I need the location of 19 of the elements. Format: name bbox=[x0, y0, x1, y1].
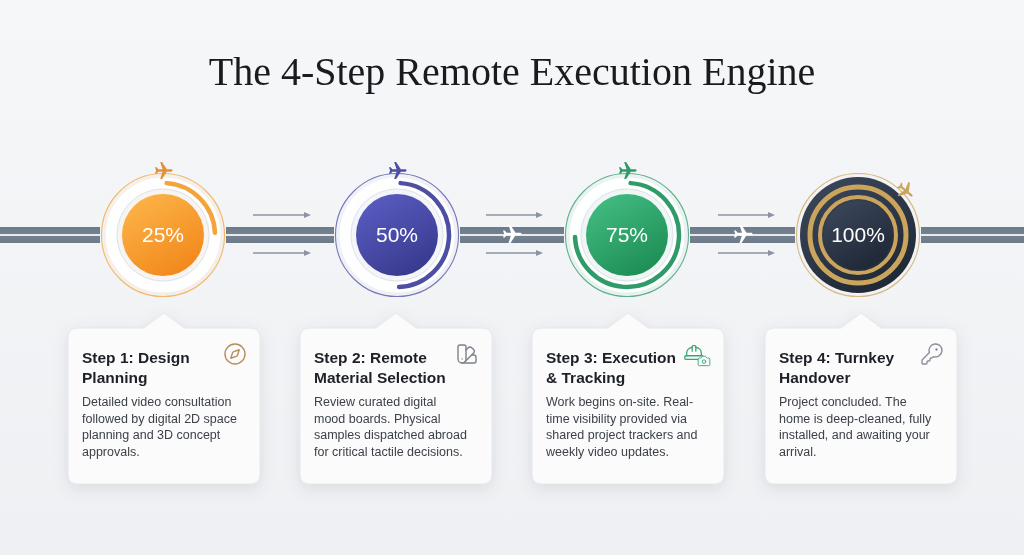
percent-value: 25% bbox=[142, 223, 184, 247]
title: The 4-Step Remote Execution Engine bbox=[208, 48, 816, 96]
connector-track bbox=[0, 227, 100, 243]
step-description: Detailed video consultation followed by digital 2D space planning and 3D concept approvals. bbox=[82, 394, 238, 461]
step-title: Step 1: Design Planning bbox=[82, 348, 191, 388]
step-description: Project concluded. The home is deep-cleaned, fully installed, and awaiting your arrival. bbox=[779, 394, 933, 461]
connector-track bbox=[921, 227, 1024, 243]
callout-card bbox=[532, 312, 724, 484]
percent-value: 100% bbox=[831, 223, 885, 247]
callout-card bbox=[300, 312, 492, 484]
step-description: Review curated digital mood boards. Physical samples dispatched abroad for critical tactile decisions. bbox=[314, 394, 468, 461]
callout-card bbox=[765, 312, 957, 484]
percent-value: 75% bbox=[606, 223, 648, 247]
step-title: Step 3: Execution & Tracking bbox=[546, 348, 678, 388]
callout-card bbox=[68, 312, 260, 484]
percent-value: 50% bbox=[376, 223, 418, 247]
step-description: Work begins on-site. Real-time visibility provided via shared project trackers and weekly video updates. bbox=[546, 394, 699, 461]
step-title: Step 4: Turnkey Handover bbox=[779, 348, 896, 388]
step-title: Step 2: Remote Material Selection bbox=[314, 348, 447, 388]
